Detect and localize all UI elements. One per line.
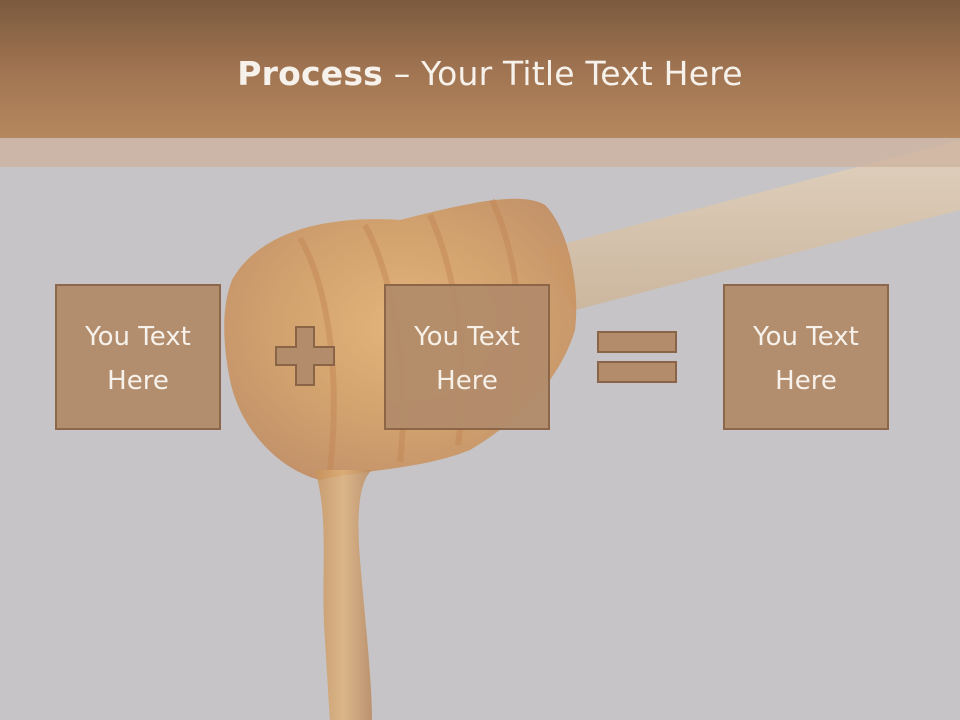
slide-title-rest: – Your Title Text Here — [383, 54, 743, 93]
process-box-2-line1: You Text — [414, 322, 520, 352]
title-bar — [0, 0, 960, 138]
process-box-3-line2: Here — [775, 366, 837, 396]
process-box-3[interactable]: You Text Here — [723, 284, 889, 430]
process-box-1-line2: Here — [107, 366, 169, 396]
process-box-1[interactable]: You Text Here — [55, 284, 221, 430]
title-bar-underline-strip — [0, 138, 960, 167]
process-box-2[interactable]: You Text Here — [384, 284, 550, 430]
process-box-1-line1: You Text — [85, 322, 191, 352]
process-box-2-text: You Text Here — [414, 313, 520, 401]
slide-title-bold: Process — [237, 54, 384, 93]
process-box-1-text: You Text Here — [85, 313, 191, 401]
slide-title[interactable]: Process – Your Title Text Here — [0, 54, 960, 94]
equals-icon[interactable] — [596, 330, 678, 384]
plus-icon[interactable] — [274, 325, 336, 387]
process-box-3-text: You Text Here — [753, 313, 859, 401]
process-box-3-line1: You Text — [753, 322, 859, 352]
process-box-2-line2: Here — [436, 366, 498, 396]
